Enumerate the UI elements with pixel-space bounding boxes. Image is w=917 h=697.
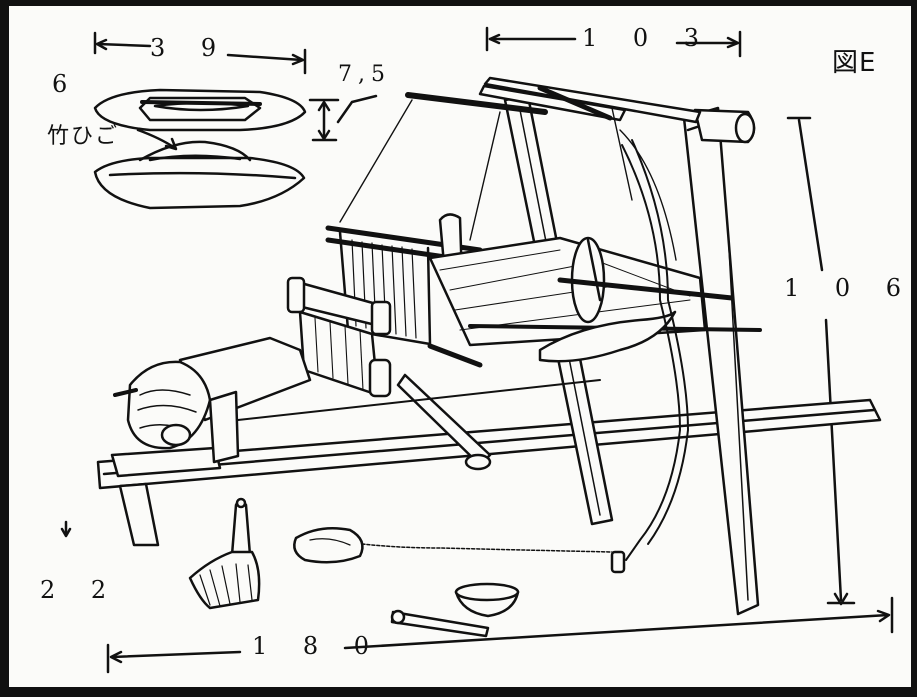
shuttle-side-view <box>93 140 306 210</box>
loom-shuttle <box>538 310 677 363</box>
dimension-label-106: 1 0 6 <box>784 274 916 302</box>
dimension-103 <box>485 26 742 58</box>
top-beam <box>405 76 702 124</box>
front-leg <box>118 482 160 547</box>
reed-beater <box>286 276 392 398</box>
woven-cloth <box>428 236 707 347</box>
dimension-label-180: 1 8 0 <box>252 632 384 660</box>
rear-post <box>682 106 760 616</box>
figure-label: 図E <box>832 48 877 78</box>
warp-threads <box>339 99 677 261</box>
dimension-39 <box>93 31 307 75</box>
spindle-brush <box>188 497 261 610</box>
dimension-180 <box>106 596 894 674</box>
annotation-bamboo-spring: 竹ひご <box>47 124 120 149</box>
dimension-106 <box>786 116 856 606</box>
dimension-label-39: 3 9 <box>150 34 231 62</box>
dimension-label-22: 2 2 <box>40 576 121 604</box>
shuttle-top-view <box>93 88 307 132</box>
yarn-ball <box>293 527 613 564</box>
small-stick <box>390 609 490 638</box>
base-beam-long <box>96 398 882 490</box>
dimension-22 <box>60 520 72 538</box>
hanging-cord <box>621 144 681 561</box>
dimension-label-7-5: 7,5 <box>338 62 391 87</box>
shed-stick <box>427 343 483 368</box>
dimension-label-103: 1 0 3 <box>582 24 714 52</box>
bowl <box>454 582 520 618</box>
dimension-label-6: 6 <box>52 70 68 98</box>
bamboo-spring-arrow <box>136 128 178 151</box>
dimension-7-5 <box>308 94 378 142</box>
